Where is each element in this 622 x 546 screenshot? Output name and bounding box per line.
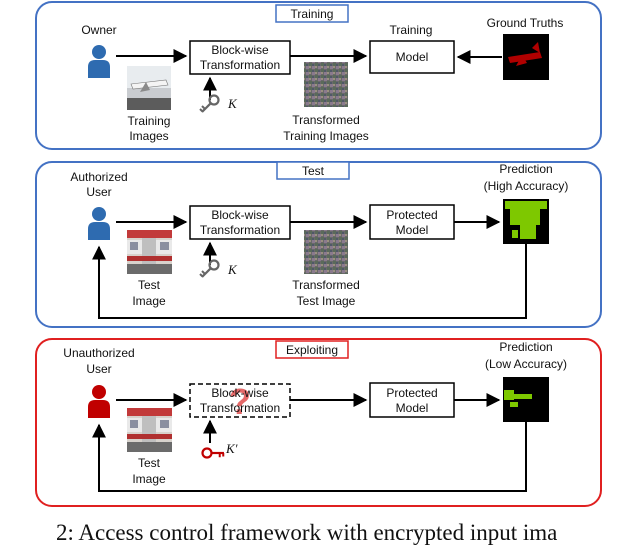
exploit-block-label-2: Transformation	[200, 401, 280, 415]
ground-truths-label: Ground Truths	[487, 16, 564, 30]
test-train-image	[127, 230, 172, 274]
exploit-train-image	[127, 408, 172, 452]
exploiting-title: Exploiting	[286, 343, 338, 357]
exploit-question-mark: ?	[229, 381, 251, 422]
test-block-label-1: Block-wise	[211, 208, 269, 222]
exploit-image-label-1: Test	[138, 456, 161, 470]
airplane-image	[127, 66, 171, 110]
unauthorized-user-label-2: User	[86, 362, 111, 376]
test-key-symbol: K	[227, 262, 238, 277]
training-images-label-1: Training	[128, 114, 171, 128]
training-key-icon	[198, 94, 220, 114]
figure-caption: 2: Access control framework with encrypt…	[56, 520, 558, 545]
high-accuracy-prediction-label-2: (High Accuracy)	[484, 179, 569, 193]
test-panel: Test Authorized User Test Image Block-wi…	[35, 161, 602, 328]
exploiting-title-box	[275, 340, 349, 359]
authorized-user-label-2: User	[86, 185, 111, 199]
exploit-feedback-arrow	[92, 422, 527, 492]
test-model-label-2: Model	[396, 223, 429, 237]
test-feedback-arrow	[92, 244, 527, 319]
low-accuracy-prediction-label-2: (Low Accuracy)	[485, 357, 567, 371]
ground-truth-mask	[503, 34, 549, 80]
exploit-model-label-2: Model	[396, 401, 429, 415]
test-image-label-1: Test	[138, 278, 161, 292]
high-accuracy-segmentation-mask	[503, 199, 549, 244]
training-model-label: Model	[396, 50, 429, 64]
low-accuracy-segmentation-mask	[503, 377, 549, 422]
training-model-box	[369, 40, 455, 74]
training-panel: Training Owner Training Images Block-wis…	[35, 1, 602, 150]
low-accuracy-prediction-label-1: Prediction	[499, 340, 552, 354]
test-protected-model-box	[369, 204, 455, 240]
training-key-symbol: K	[227, 96, 238, 111]
training-title-box	[275, 4, 349, 23]
authorized-user-label-1: Authorized	[70, 170, 127, 184]
exploit-key-symbol: K′	[225, 441, 238, 456]
exploit-protected-model-box	[369, 382, 455, 418]
exploit-block-label-1: Block-wise	[211, 386, 269, 400]
training-block-transform-box	[189, 40, 291, 75]
exploiting-panel: Exploiting Unauthorized User Test Image …	[35, 338, 602, 507]
unauthorized-user-icon	[88, 385, 110, 418]
test-title: Test	[302, 164, 325, 178]
test-key-icon	[198, 259, 220, 279]
model-top-label: Training	[390, 23, 433, 37]
training-block-label-2: Transformation	[200, 58, 280, 72]
training-frame	[35, 1, 602, 150]
transformed-training-label-2: Training Images	[283, 129, 369, 143]
exploit-model-label-1: Protected	[386, 386, 437, 400]
owner-label: Owner	[81, 23, 116, 37]
exploit-block-transform-box	[189, 383, 291, 418]
training-title: Training	[291, 7, 334, 21]
test-title-box	[276, 161, 350, 180]
test-block-label-2: Transformation	[200, 223, 280, 237]
exploit-key-icon	[199, 440, 227, 468]
transformed-test-label-1: Transformed	[292, 278, 360, 292]
owner-user-icon	[88, 45, 110, 78]
test-image-label-2: Image	[132, 294, 166, 308]
exploit-image-label-2: Image	[132, 472, 166, 486]
test-block-transform-box	[189, 205, 291, 240]
training-block-label-1: Block-wise	[211, 43, 269, 57]
transformed-test-image	[304, 230, 348, 274]
authorized-user-icon	[88, 207, 110, 240]
framework-diagram: Training Owner Training Images Block-wis…	[35, 1, 602, 507]
high-accuracy-prediction-label-1: Prediction	[499, 162, 552, 176]
transformed-training-image	[304, 62, 348, 107]
exploiting-frame	[35, 338, 602, 507]
transformed-test-label-2: Test Image	[297, 294, 356, 308]
training-images-label-2: Images	[129, 129, 168, 143]
test-model-label-1: Protected	[386, 208, 437, 222]
unauthorized-user-label-1: Unauthorized	[63, 346, 134, 360]
transformed-training-label-1: Transformed	[292, 113, 360, 127]
